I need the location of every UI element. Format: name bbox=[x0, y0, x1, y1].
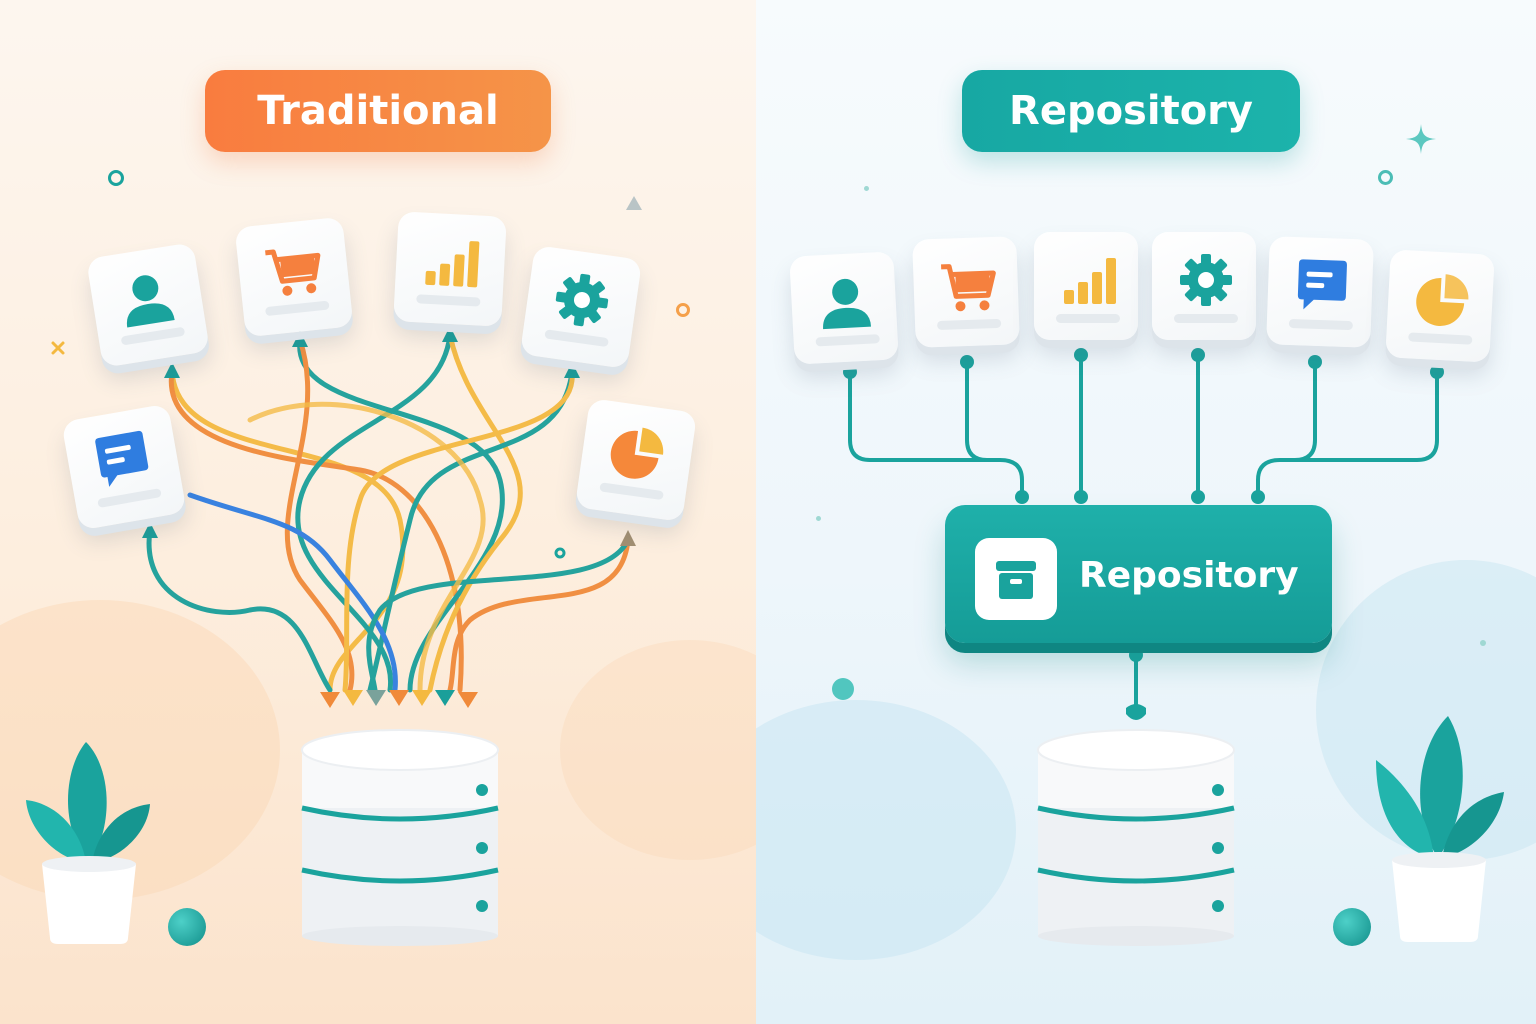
chat-icon bbox=[1297, 259, 1347, 310]
chat-card bbox=[1266, 236, 1374, 348]
gear-card bbox=[1152, 232, 1256, 340]
decorative-dot bbox=[1480, 640, 1486, 646]
repository-box: Repository bbox=[945, 505, 1332, 643]
pie-chart-card bbox=[1385, 249, 1495, 363]
tangled-wires bbox=[146, 332, 631, 693]
card-bar bbox=[1174, 314, 1238, 323]
user-icon bbox=[126, 275, 175, 328]
gear-icon bbox=[555, 273, 609, 327]
plant-icon bbox=[26, 742, 150, 944]
chat-card bbox=[61, 403, 187, 531]
pie-chart-icon bbox=[1416, 274, 1469, 327]
background-cloud bbox=[756, 700, 1016, 960]
bar-chart-icon bbox=[1064, 258, 1116, 304]
organized-wires bbox=[848, 353, 1439, 712]
card-bar bbox=[1408, 332, 1473, 345]
up-arrowheads bbox=[142, 326, 636, 546]
repository-title: Repository bbox=[962, 70, 1300, 152]
pie-chart-icon bbox=[610, 427, 664, 479]
background-cloud bbox=[0, 600, 280, 900]
pie-chart-card bbox=[574, 398, 698, 522]
repository-panel bbox=[756, 0, 1536, 1024]
card-bar bbox=[416, 294, 481, 307]
card-bar bbox=[936, 318, 1002, 331]
decorative-dot bbox=[832, 678, 854, 700]
background-cloud bbox=[560, 640, 756, 860]
card-bar bbox=[264, 300, 330, 317]
decorative-ring bbox=[676, 303, 690, 317]
cart-icon bbox=[941, 264, 996, 312]
card-bar bbox=[1056, 314, 1120, 323]
triangle-icon bbox=[626, 196, 642, 210]
decorative-ball bbox=[168, 908, 206, 946]
database-icon bbox=[1037, 729, 1235, 946]
decorative-ball bbox=[1333, 908, 1371, 946]
card-bar bbox=[1288, 318, 1354, 331]
connector-dots bbox=[843, 348, 1444, 720]
chat-icon bbox=[95, 430, 149, 487]
archive-box-icon bbox=[996, 561, 1036, 599]
dot-icon bbox=[554, 547, 566, 559]
gear-icon bbox=[1180, 254, 1232, 306]
cross-icon bbox=[51, 341, 65, 355]
cart-card bbox=[912, 236, 1020, 348]
cart-card bbox=[234, 216, 354, 338]
plant-icon bbox=[1376, 716, 1504, 942]
decorative-dot bbox=[816, 516, 821, 521]
repository-label: Repository bbox=[1079, 555, 1299, 596]
cart-icon bbox=[265, 249, 321, 296]
gear-card bbox=[519, 245, 643, 369]
bar-chart-card bbox=[393, 211, 507, 327]
repository-icon-tile bbox=[975, 538, 1057, 620]
bar-chart-icon bbox=[425, 241, 480, 288]
bar-chart-card bbox=[1034, 232, 1138, 340]
traditional-title: Traditional bbox=[205, 70, 551, 152]
decorative-ring bbox=[1378, 170, 1393, 185]
user-card bbox=[789, 251, 899, 365]
user-card bbox=[86, 242, 210, 368]
database-icon bbox=[301, 729, 499, 946]
decorative-dot bbox=[864, 186, 869, 191]
decorative-ring bbox=[108, 170, 124, 186]
down-arrowheads bbox=[320, 690, 478, 708]
user-icon bbox=[823, 278, 872, 330]
card-bar bbox=[815, 334, 880, 347]
sparkle-icon bbox=[1406, 124, 1436, 154]
